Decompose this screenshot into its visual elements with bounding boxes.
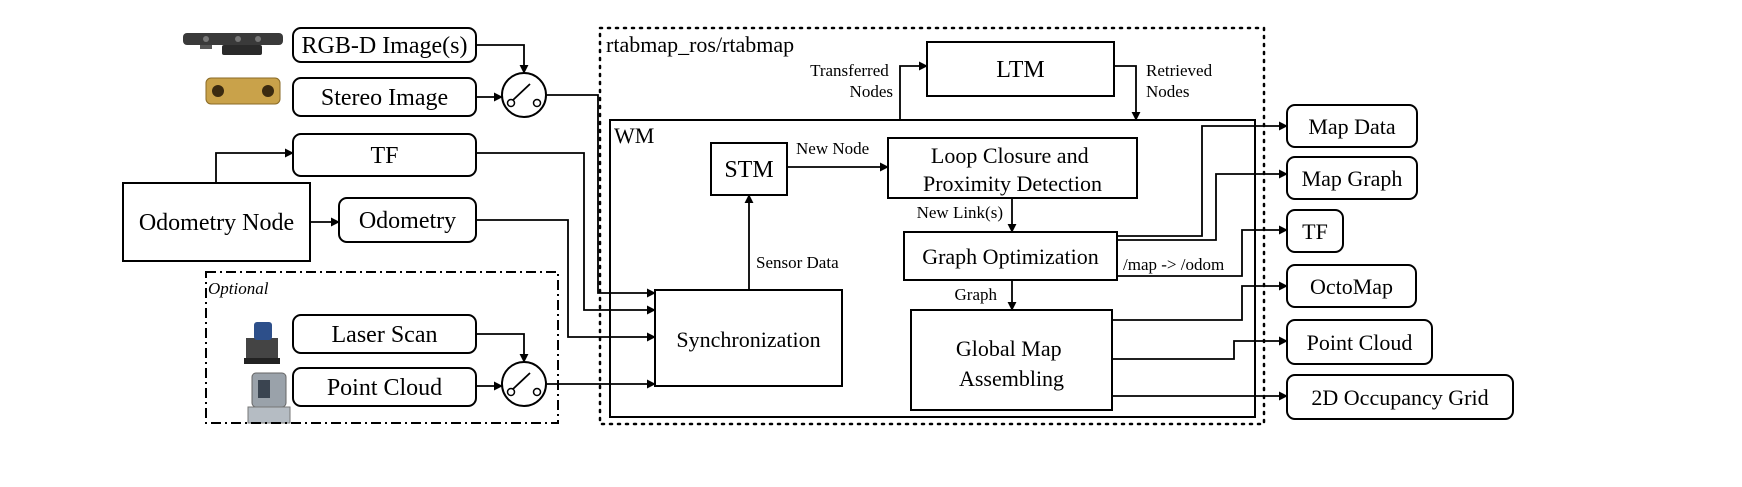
- point-cloud-sensor-image: [247, 372, 291, 424]
- map-graph-label: Map Graph: [1302, 166, 1403, 191]
- rtabmap-node-title: rtabmap_ros/rtabmap: [606, 32, 794, 57]
- point-cloud-input-label: Point Cloud: [327, 375, 442, 401]
- loop-closure-label: Loop Closure and Proximity Detection: [923, 143, 1102, 196]
- optional-region: [205, 271, 559, 424]
- odometry-node-box: Odometry Node: [122, 182, 311, 262]
- scan-switch-icon: [501, 361, 547, 407]
- synchronization-box: Synchronization: [654, 289, 843, 387]
- camera-switch-to-sync-arrow: [546, 94, 656, 298]
- sensor-data-label: Sensor Data: [756, 253, 839, 272]
- stereo-image-input: Stereo Image: [292, 77, 477, 117]
- transferred-nodes-label: Transferred Nodes: [810, 61, 893, 101]
- global-map-assembling-box: Global Map Assembling: [910, 309, 1113, 411]
- stm-box: STM: [710, 142, 788, 196]
- loop-closure-box: Loop Closure and Proximity Detection: [887, 137, 1138, 199]
- stm-label: STM: [724, 157, 773, 183]
- new-node-label: New Node: [796, 139, 869, 158]
- graph-label: Graph: [955, 285, 998, 304]
- octomap-output: OctoMap: [1286, 264, 1417, 308]
- retrieved-nodes-label: Retrieved Nodes: [1146, 61, 1216, 101]
- occupancy-grid-output: 2D Occupancy Grid: [1286, 374, 1514, 420]
- point-cloud-output: Point Cloud: [1286, 319, 1433, 365]
- ltm-label: LTM: [996, 57, 1044, 83]
- stereo-camera-image: [205, 77, 281, 105]
- point-cloud-output-label: Point Cloud: [1307, 330, 1413, 355]
- to-map-graph-arrow: [1117, 169, 1288, 241]
- laser-scanner-image: [244, 322, 280, 364]
- ltm-box: LTM: [926, 41, 1115, 97]
- optional-label: Optional: [208, 279, 269, 298]
- to-octomap-arrow: [1112, 281, 1288, 321]
- wm-to-ltm-arrow: [899, 61, 928, 120]
- graph-optimization-box: Graph Optimization: [903, 231, 1118, 281]
- tf-output-label: TF: [1302, 219, 1328, 244]
- laser-scan-label: Laser Scan: [332, 322, 438, 348]
- laser-scan-to-switch-arrow: [476, 333, 529, 363]
- synchronization-label: Synchronization: [676, 327, 820, 352]
- map-data-output: Map Data: [1286, 104, 1418, 148]
- tf-output: TF: [1286, 209, 1344, 253]
- to-map-data-arrow: [1117, 121, 1288, 237]
- map-data-label: Map Data: [1308, 114, 1396, 139]
- to-tf-output-arrow: [1117, 225, 1288, 277]
- rgbd-to-switch-arrow: [476, 44, 529, 74]
- odometry-label: Odometry: [359, 208, 456, 234]
- graph-optimization-label: Graph Optimization: [922, 244, 1099, 269]
- laser-scan-input: Laser Scan: [292, 314, 477, 354]
- map-odom-label: /map -> /odom: [1123, 255, 1224, 274]
- ltm-to-wm-arrow: [1114, 65, 1141, 121]
- connectors: [215, 44, 1288, 401]
- octomap-label: OctoMap: [1310, 274, 1393, 299]
- rtabmap-node-region: [598, 26, 1266, 426]
- point-cloud-input: Point Cloud: [292, 367, 477, 407]
- occupancy-grid-label: 2D Occupancy Grid: [1311, 385, 1488, 410]
- stereo-image-label: Stereo Image: [321, 85, 448, 111]
- new-links-label: New Link(s): [917, 203, 1003, 222]
- odometry-input: Odometry: [338, 197, 477, 243]
- odometry-node-to-tf-arrow: [215, 148, 294, 183]
- tf-input-label: TF: [370, 143, 398, 169]
- wm-region: [609, 119, 1256, 418]
- rgbd-image-input: RGB-D Image(s): [292, 27, 477, 63]
- odometry-to-sync-arrow: [476, 219, 656, 342]
- rgbd-image-label: RGB-D Image(s): [302, 33, 468, 59]
- kinect-camera-image: [183, 33, 283, 55]
- odometry-node-label: Odometry Node: [139, 210, 294, 236]
- to-point-cloud-output-arrow: [1112, 336, 1288, 360]
- camera-switch-icon: [501, 72, 547, 118]
- wm-label: WM: [614, 123, 654, 148]
- tf-input: TF: [292, 133, 477, 177]
- map-graph-output: Map Graph: [1286, 156, 1418, 200]
- tf-to-sync-arrow: [476, 152, 656, 315]
- global-map-assembling-label: Global Map Assembling: [956, 336, 1067, 391]
